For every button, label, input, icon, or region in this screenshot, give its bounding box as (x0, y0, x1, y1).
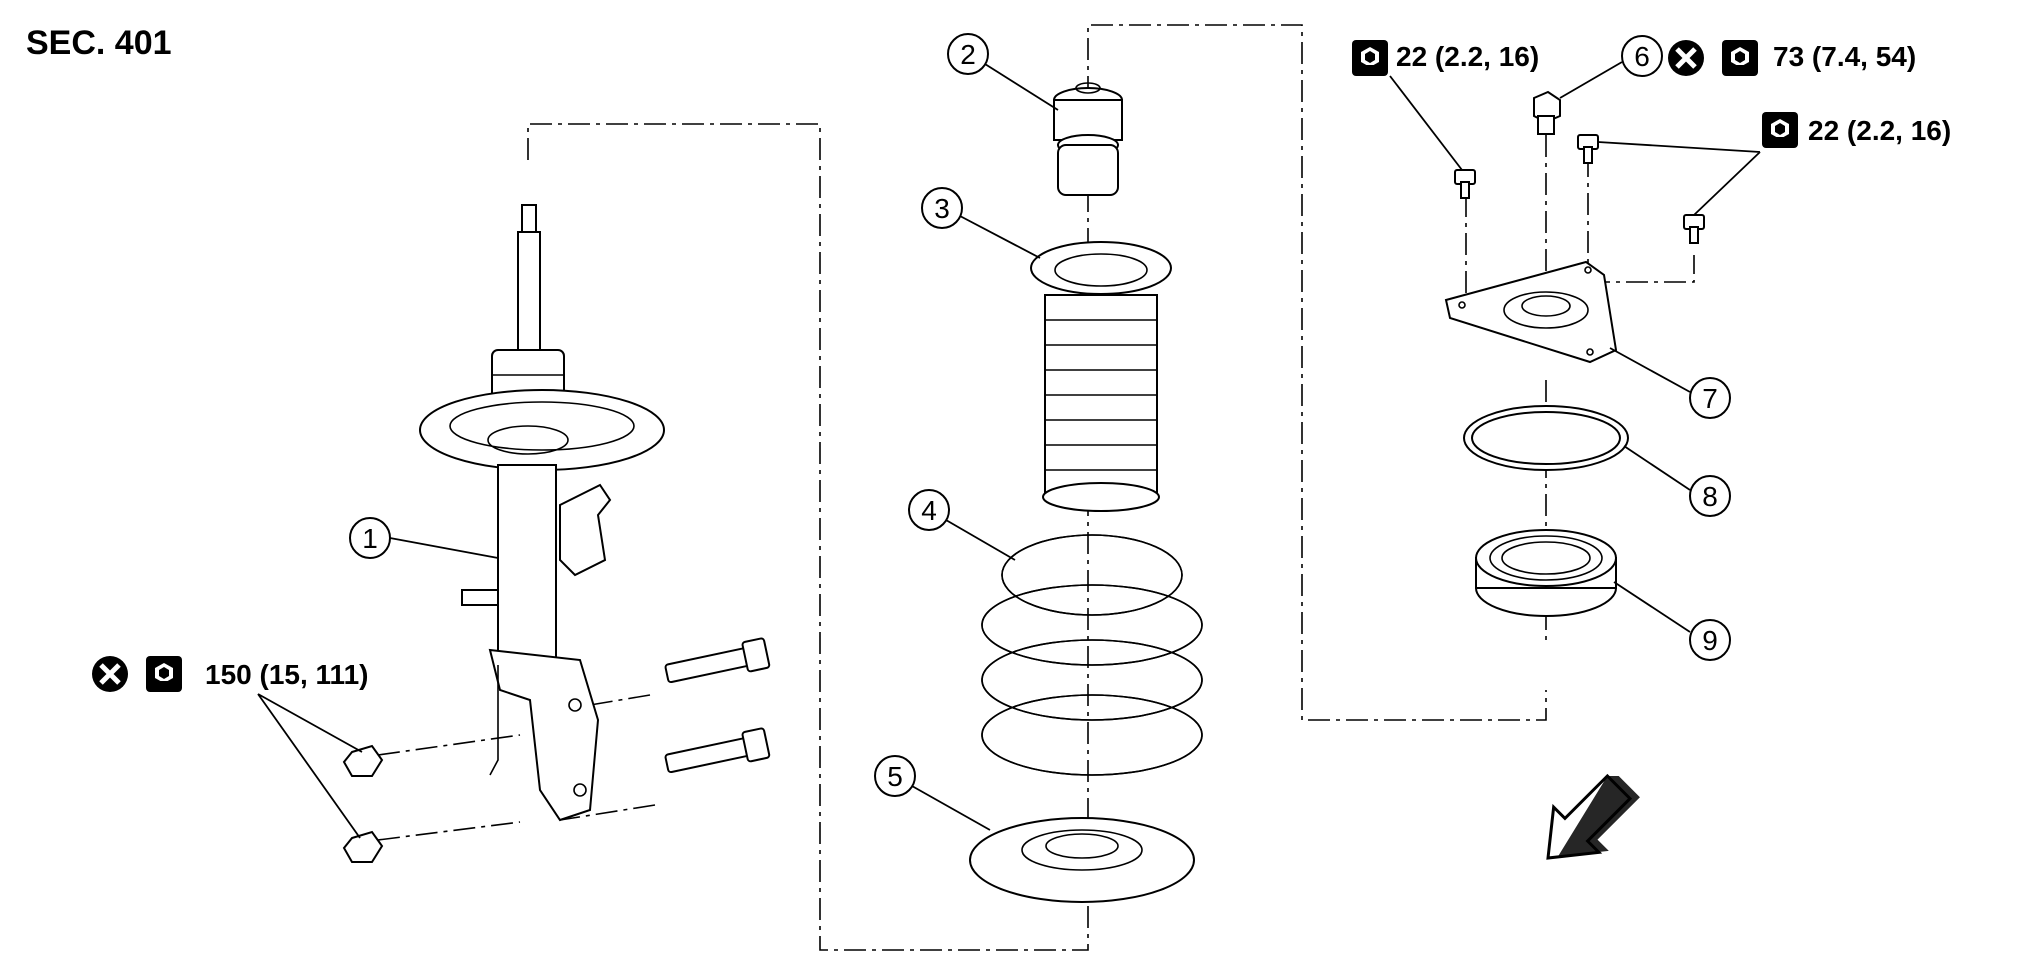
coil-spring (981, 534, 1203, 776)
dust-boot (1030, 241, 1172, 512)
section-label: SEC. 401 (26, 24, 172, 62)
torque-value-left: 150 (15, 111) (205, 659, 368, 690)
torque-spec-top-right: 22 (2.2, 16) (1597, 112, 1951, 216)
torque-wrench-icon (1352, 40, 1388, 76)
strut-bearing (1475, 529, 1617, 617)
torque-value-center-nut: 73 (7.4, 54) (1773, 41, 1916, 72)
strut-assembly (419, 204, 665, 822)
svg-text:9: 9 (1702, 625, 1718, 656)
svg-text:8: 8 (1702, 481, 1718, 512)
svg-text:1: 1 (362, 523, 378, 554)
insulator-bolts (1454, 90, 1705, 244)
leader-left-nuts (257, 693, 363, 839)
svg-text:6: 6 (1634, 41, 1650, 72)
svg-text:2: 2 (960, 39, 976, 70)
seal-ring (1463, 405, 1629, 471)
callout-5: 5 (874, 755, 991, 831)
callout-9: 9 (1613, 581, 1731, 661)
leader-top-left-bolt (1389, 75, 1463, 171)
leader-top-right-bolts (1597, 141, 1761, 216)
callout-1: 1 (349, 517, 499, 559)
callout-7: 7 (1609, 347, 1731, 419)
svg-text:4: 4 (921, 495, 937, 526)
callout-8: 8 (1623, 445, 1731, 517)
torque-wrench-icon (1722, 40, 1758, 76)
torque-spec-left-nuts: 150 (15, 111) (92, 656, 368, 839)
callout-2: 2 (947, 33, 1059, 111)
svg-text:7: 7 (1702, 383, 1718, 414)
replace-part-icon (92, 656, 128, 692)
svg-text:5: 5 (887, 761, 903, 792)
strut-bolts (342, 637, 771, 863)
callout-6: 6 (1559, 35, 1663, 99)
svg-text:3: 3 (934, 193, 950, 224)
torque-value-top-right: 22 (2.2, 16) (1808, 115, 1951, 146)
torque-spec-center-nut: 73 (7.4, 54) (1668, 40, 1916, 76)
callout-3: 3 (921, 187, 1041, 259)
bound-bumper (1053, 82, 1123, 196)
replace-part-icon (1668, 40, 1704, 76)
torque-wrench-icon (146, 656, 182, 692)
lower-spring-seat (969, 817, 1195, 903)
torque-spec-top-left: 22 (2.2, 16) (1352, 40, 1539, 171)
torque-wrench-icon (1762, 112, 1798, 148)
front-direction-arrow-icon (1546, 773, 1640, 860)
mounting-insulator (1444, 260, 1618, 364)
callout-4: 4 (908, 489, 1016, 561)
torque-value-top-left: 22 (2.2, 16) (1396, 41, 1539, 72)
